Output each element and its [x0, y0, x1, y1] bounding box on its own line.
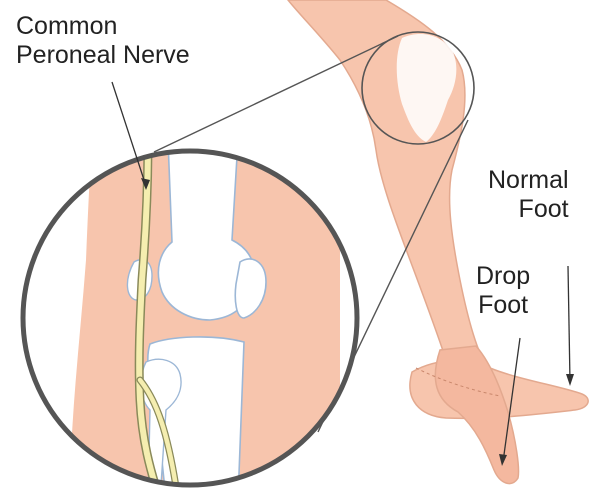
nerve-label: Common Peroneal Nerve — [16, 12, 190, 70]
normal-foot-label-line1: Normal — [488, 166, 569, 195]
nerve-label-line2: Peroneal Nerve — [16, 41, 190, 70]
normal-foot-pointer — [568, 266, 570, 382]
normal-foot-label: Normal Foot — [488, 166, 569, 224]
normal-foot-label-line2: Foot — [488, 195, 569, 224]
drop-foot-label-line2: Foot — [476, 291, 530, 320]
magnified-knee-view — [20, 140, 360, 496]
normal-foot-pointer-arrowhead — [566, 374, 574, 386]
drop-foot-label: Drop Foot — [476, 262, 530, 320]
nerve-label-line1: Common — [16, 12, 190, 41]
drop-foot-label-line1: Drop — [476, 262, 530, 291]
